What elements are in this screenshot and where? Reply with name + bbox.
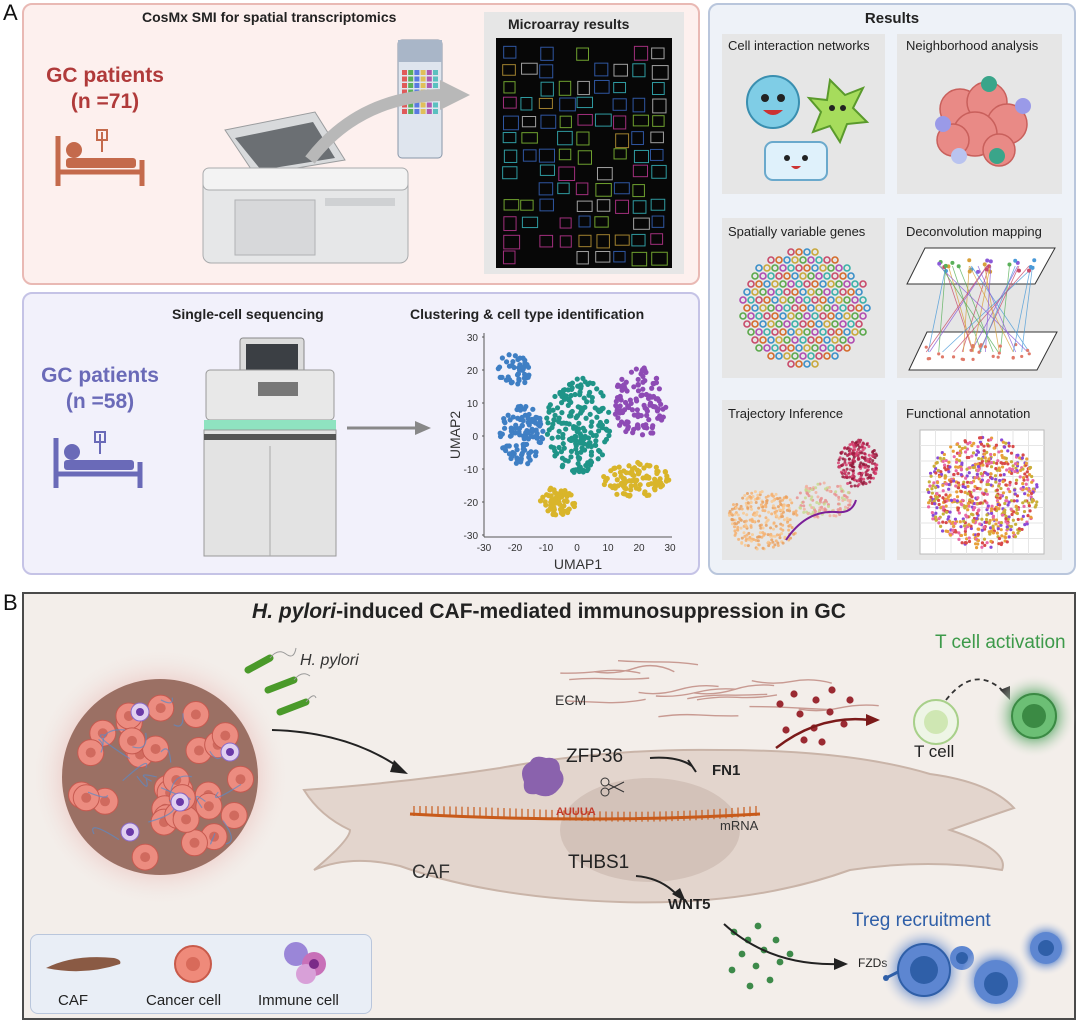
legend-caf-label: CAF: [58, 992, 88, 1009]
microarray-image: [496, 38, 672, 268]
umap-ytick-2: 10: [467, 399, 479, 410]
result-label-2: Neighborhood analysis: [906, 38, 1039, 53]
t-cell-label: T cell: [914, 742, 955, 761]
treg-recruitment-label: Treg recruitment: [852, 910, 991, 931]
patient-bed-icon-purple: [53, 431, 143, 488]
panel-b-letter: B: [3, 590, 18, 615]
legend-cancer-cell-icon: [174, 945, 212, 983]
scseq-title: Single-cell sequencing: [172, 306, 324, 322]
fn1-secretion: [775, 686, 880, 749]
result-label-1: Cell interaction networks: [728, 38, 870, 53]
fzds-label: FZDs: [858, 956, 888, 970]
legend-caf-icon: [46, 957, 121, 972]
umap-ytick-4: -10: [464, 465, 479, 476]
caf-cell-illustration: [302, 748, 1016, 904]
h-pylori-label: H. pylori: [300, 652, 359, 669]
umap-xtick-4: 10: [602, 543, 614, 554]
t-cell-activated-icon: [992, 674, 1076, 758]
umap-xtick-1: -20: [508, 543, 523, 554]
grey-flow-arrow: [305, 80, 470, 164]
trajectory-illustration: [727, 438, 879, 551]
wnt5-secretion: [723, 922, 848, 990]
umap-ytick-6: -30: [464, 531, 479, 542]
umap-xtick-6: 30: [664, 543, 676, 554]
t-cell-activation-label: T cell activation: [935, 632, 1066, 653]
patient-bed-icon-red: [55, 129, 145, 186]
umap-ytick-5: -20: [464, 498, 479, 509]
treg-cells-illustration: [880, 920, 1074, 1016]
result-label-5: Trajectory Inference: [728, 406, 844, 421]
zfp36-protein-icon: [522, 756, 564, 797]
gc-patients-58-label: GC patients: [41, 364, 159, 387]
umap-ytick-0: 30: [467, 333, 479, 344]
umap-xtick-0: -30: [477, 543, 492, 554]
tumor-to-caf-arrow: [271, 729, 408, 774]
cell-interaction-illustration: [746, 75, 870, 181]
ecm-label: ECM: [555, 692, 587, 708]
gc-patients-58-count: (n =58): [65, 390, 135, 413]
sequencer-illustration: [203, 337, 337, 557]
h-pylori-bacteria-icon: [244, 647, 317, 716]
cosmx-title: CosMx SMI for spatial transcriptomics: [142, 9, 397, 25]
umap-ytick-1: 20: [467, 366, 479, 377]
scseq-arrow: [347, 421, 431, 435]
panel-a-letter: A: [3, 0, 18, 25]
functional-annotation-illustration: [919, 429, 1045, 555]
t-cell-resting-icon: [913, 699, 959, 745]
result-label-6: Functional annotation: [906, 406, 1031, 421]
thbs1-label: THBS1: [568, 852, 630, 873]
spatially-variable-genes-illustration: [739, 248, 871, 368]
deconvolution-illustration: [906, 247, 1058, 371]
microarray-title: Microarray results: [508, 16, 630, 32]
scissors-icon: [600, 777, 625, 797]
thbs1-arrow: [635, 875, 686, 902]
mechanism-title-italic: H. pylori: [252, 600, 337, 623]
umap-xtick-3: 0: [574, 543, 580, 554]
fn1-label: FN1: [712, 762, 741, 779]
results-title: Results: [864, 10, 920, 27]
legend-cancer-cell-label: Cancer cell: [146, 992, 222, 1009]
wnt5-label: WNT5: [668, 896, 711, 913]
legend-immune-cell-label: Immune cell: [258, 992, 339, 1009]
umap-xlabel: UMAP1: [554, 556, 602, 572]
gc-patients-71-label: GC patients: [46, 64, 164, 87]
umap-xtick-2: -10: [539, 543, 554, 554]
ecm-fibers-illustration: [560, 659, 879, 718]
mechanism-title-rest: -induced CAF-mediated immunosuppression …: [336, 600, 846, 623]
gc-patients-71-count: (n =71): [70, 90, 140, 113]
umap-xtick-5: 20: [633, 543, 645, 554]
caf-label: CAF: [412, 862, 450, 883]
neighborhood-illustration: [935, 76, 1031, 167]
mechanism-title: H. pylori-induced CAF-mediated immunosup…: [22, 600, 1076, 624]
result-label-3: Spatially variable genes: [728, 224, 866, 239]
legend-immune-cell-icon: [284, 942, 326, 984]
tumor-sphere-illustration: [30, 647, 290, 907]
umap-ylabel: UMAP2: [447, 411, 463, 459]
auuua-label: AUUUA: [556, 806, 596, 818]
zfp36-inhibit-arrow: [649, 756, 697, 773]
mrna-label: mRNA: [720, 818, 759, 833]
result-label-4: Deconvolution mapping: [906, 224, 1042, 239]
umap-ytick-3: 0: [472, 432, 478, 443]
scseq-panel: [22, 292, 700, 575]
cluster-title: Clustering & cell type identification: [410, 306, 645, 322]
zfp36-label: ZFP36: [566, 746, 624, 767]
